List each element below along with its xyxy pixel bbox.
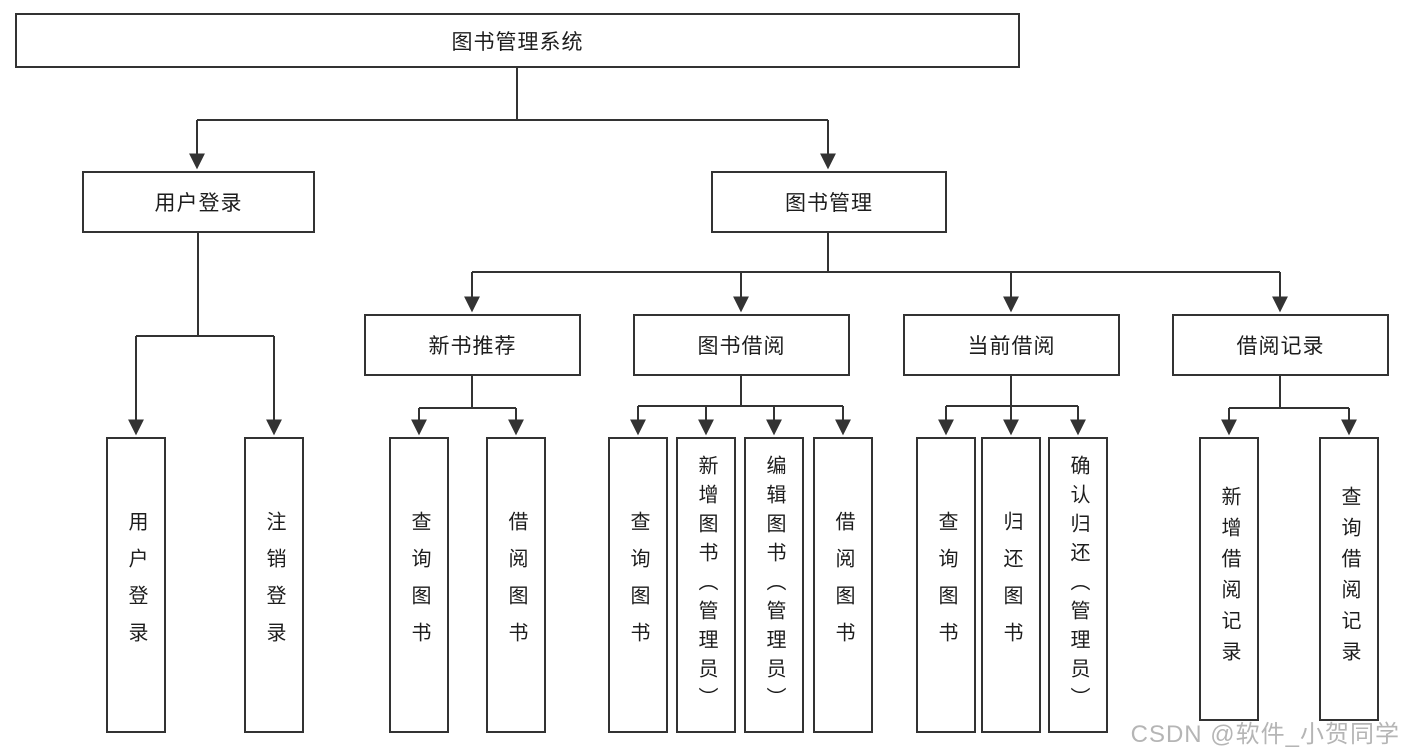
csdn-watermark: CSDN @软件_小贺同学 [1130,721,1400,747]
leaf-borrow-books-borrowing: 借阅图书 [813,437,873,733]
leaf-borrow-books-recommendation: 借阅图书 [486,437,546,733]
leaf-return-books: 归还图书 [981,437,1041,733]
node-book-borrowing: 图书借阅 [633,314,850,376]
node-book-management: 图书管理 [711,171,947,233]
leaf-query-books-borrowing: 查询图书 [608,437,668,733]
node-current-borrowing: 当前借阅 [903,314,1120,376]
node-library-management-system: 图书管理系统 [15,13,1020,68]
leaf-logout: 注销登录 [244,437,304,733]
leaf-query-borrow-record: 查询借阅记录 [1319,437,1379,721]
node-user-login: 用户登录 [82,171,315,233]
leaf-add-books-admin: 新增图书（管理员） [676,437,736,733]
leaf-user-login: 用户登录 [106,437,166,733]
leaf-add-borrow-record: 新增借阅记录 [1199,437,1259,721]
leaf-query-books-current: 查询图书 [916,437,976,733]
leaf-query-books-recommendation: 查询图书 [389,437,449,733]
leaf-confirm-return-admin: 确认归还（管理员） [1048,437,1108,733]
leaf-edit-books-admin: 编辑图书（管理员） [744,437,804,733]
node-borrowing-records: 借阅记录 [1172,314,1389,376]
node-new-book-recommendation: 新书推荐 [364,314,581,376]
